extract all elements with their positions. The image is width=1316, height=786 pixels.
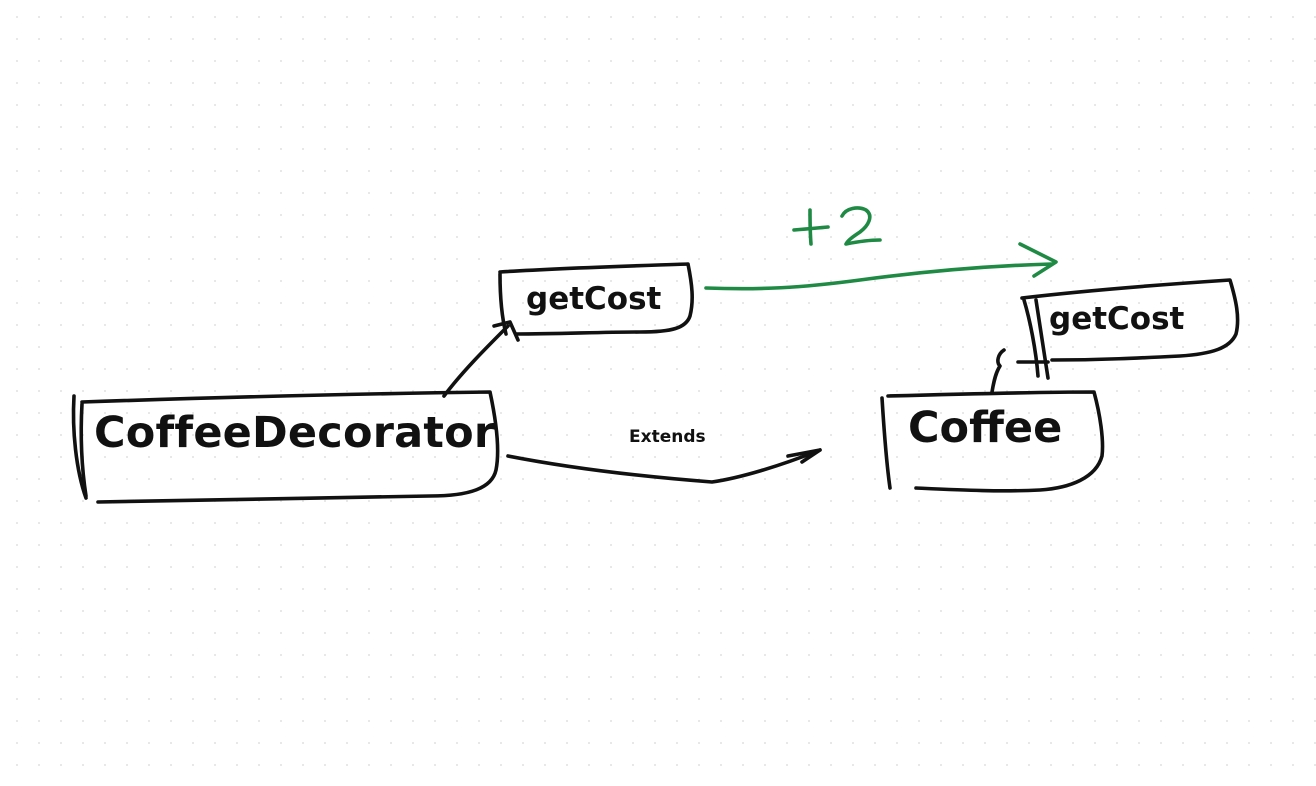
coffee-to-getcost-link: [990, 348, 1050, 394]
coffee-label: Coffee: [908, 403, 1063, 453]
get-cost-left-label: getCost: [526, 281, 662, 317]
get-cost-right-box: [1020, 278, 1240, 380]
cost-delta-handwriting: [792, 206, 882, 246]
get-cost-right-label: getCost: [1049, 301, 1185, 337]
coffee-box: [880, 390, 1105, 493]
extends-label: Extends: [629, 427, 706, 447]
green-cost-arrow: [704, 242, 1058, 291]
decorator-to-getcost-arrow: [442, 320, 520, 398]
cost-delta-label: +2: [780, 196, 890, 256]
coffee-decorator-box: [71, 390, 500, 504]
coffee-decorator-label: CoffeeDecorator: [94, 408, 496, 458]
extends-arrow: [506, 448, 822, 484]
